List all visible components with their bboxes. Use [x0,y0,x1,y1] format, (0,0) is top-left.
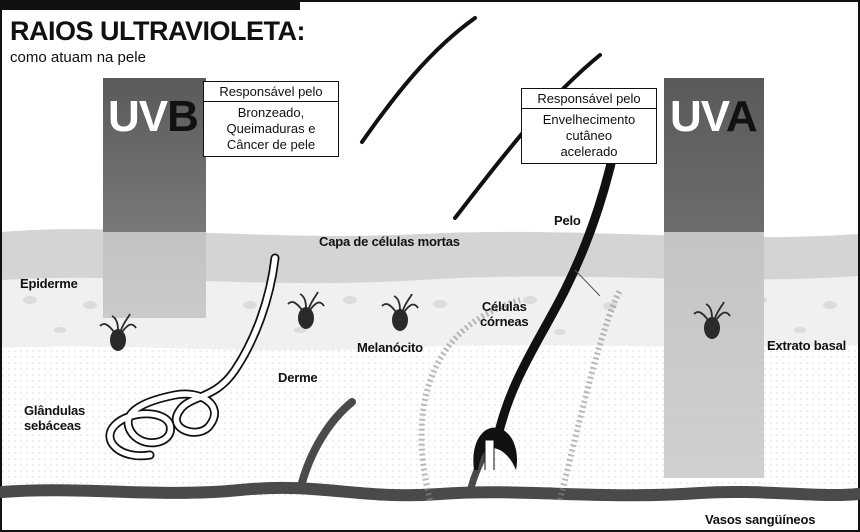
uva-box-header: Responsável pelo [522,89,656,109]
label-vasos-sanguineos: Vasos sangüíneos [705,512,815,527]
uva-effect-2: cutâneo [526,128,652,144]
uvb-prefix: UV [108,92,167,141]
uvb-effect-1: Bronzeado, [208,105,334,121]
uva-suffix: A [726,92,757,141]
page-title: RAIOS ULTRAVIOLETA: [10,16,305,47]
label-extrato-basal: Extrato basal [767,338,846,353]
uvb-effect-2: Queimaduras e [208,121,334,137]
label-epiderme: Epiderme [20,276,78,291]
label-sebaceas: sebáceas [24,418,85,433]
label-celulas-corneas: Células córneas [480,299,528,329]
label-pelo: Pelo [554,213,581,228]
label-celulas: Células [480,299,528,314]
title-bar [0,0,300,10]
uva-label: UVA [670,92,757,142]
uva-box-body: Envelhecimento cutâneo acelerado [522,109,656,163]
page-subtitle: como atuam na pele [10,49,146,66]
label-capa-celulas-mortas: Capa de células mortas [319,234,460,249]
label-derme: Derme [278,370,317,385]
uva-beam-fade [664,232,764,478]
uvb-suffix: B [167,92,198,141]
uvb-label: UVB [108,92,198,142]
uvb-box-body: Bronzeado, Queimaduras e Câncer de pele [204,102,338,156]
hair-papilla [485,440,494,470]
uva-effect-1: Envelhecimento [526,112,652,128]
label-melanocito: Melanócito [357,340,423,355]
uva-prefix: UV [670,92,726,141]
uvb-effect-3: Câncer de pele [208,137,334,153]
uvb-info-box: Responsável pelo Bronzeado, Queimaduras … [203,81,339,157]
uvb-beam-fade [103,232,206,318]
label-glandulas: Glândulas [24,403,85,418]
label-glandulas-sebaceas: Glândulas sebáceas [24,403,85,433]
uvb-box-header: Responsável pelo [204,82,338,102]
uva-info-box: Responsável pelo Envelhecimento cutâneo … [521,88,657,164]
hair-top-1 [362,18,475,142]
label-corneas: córneas [480,314,528,329]
uva-effect-3: acelerado [526,144,652,160]
